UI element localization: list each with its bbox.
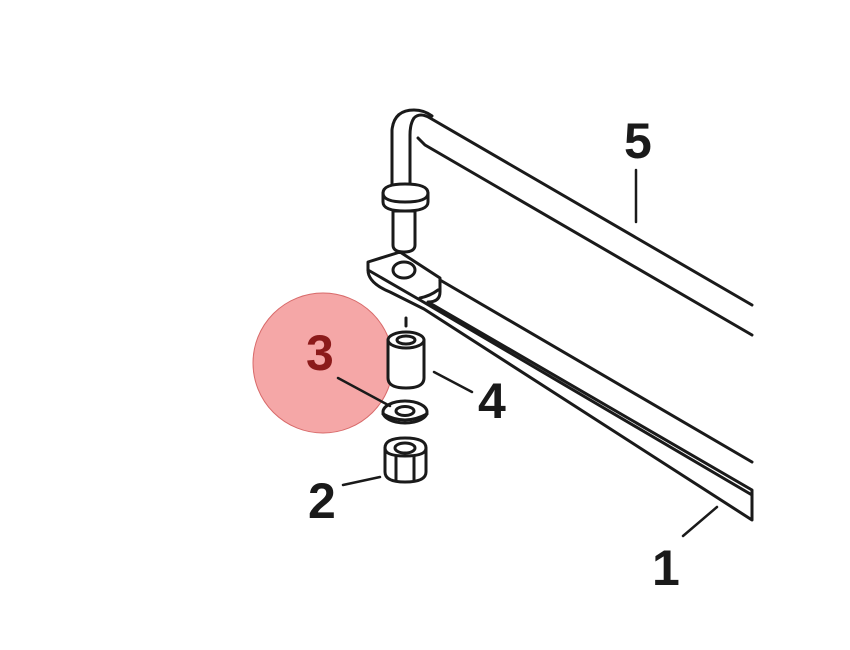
callout-4[interactable]: 4	[478, 373, 506, 429]
callout-3[interactable]: 3	[306, 325, 334, 381]
leader-4	[432, 370, 474, 394]
part-4-bushing[interactable]	[386, 316, 426, 390]
part-3-washer[interactable]	[381, 399, 429, 425]
part-5-bent-rod[interactable]	[381, 108, 754, 337]
callout-2[interactable]: 2	[308, 473, 336, 529]
leader-1	[681, 505, 719, 538]
leader-2	[341, 475, 382, 487]
callout-1[interactable]: 1	[652, 540, 680, 596]
callout-5[interactable]: 5	[624, 113, 652, 169]
leader-3	[336, 376, 392, 408]
part-2-nut[interactable]	[383, 436, 428, 484]
part-1-bar[interactable]	[366, 250, 754, 522]
